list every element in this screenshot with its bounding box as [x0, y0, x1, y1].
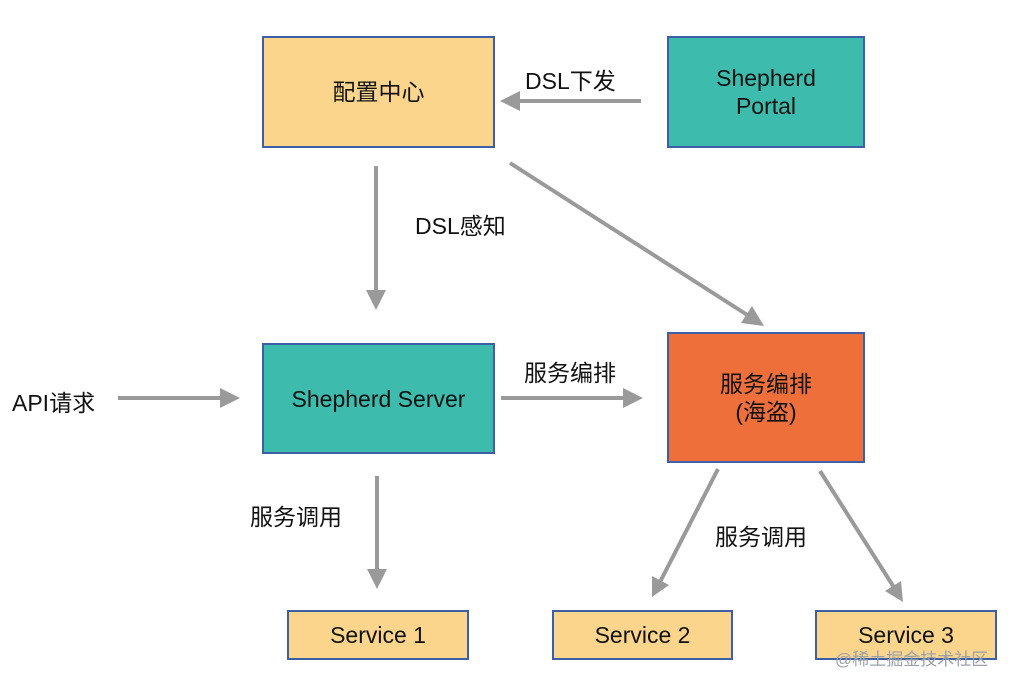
arrow-orchestration-to-service2 — [657, 468, 720, 585]
service-3-node: Service 3 — [815, 610, 997, 660]
service-3-label: Service 3 — [858, 622, 954, 648]
shepherd-server-node: Shepherd Server — [262, 343, 495, 454]
config-center-node: 配置中心 — [262, 36, 495, 148]
edge-label-dsl-sense: DSL感知 — [415, 213, 506, 239]
watermark: @稀土掘金技术社区 — [835, 650, 989, 669]
service-1-label: Service 1 — [330, 622, 426, 648]
edge-label-api-request: API请求 — [12, 390, 96, 416]
service-2-label: Service 2 — [594, 622, 691, 648]
arrow-config-to-orchestration — [508, 161, 754, 320]
shepherd-server-label: Shepherd Server — [291, 385, 466, 412]
config-center-label: 配置中心 — [332, 79, 425, 105]
edge-label-dsl-push: DSL下发 — [525, 68, 616, 94]
service-1-node: Service 1 — [287, 610, 469, 660]
service-2-node: Service 2 — [552, 610, 733, 660]
edge-label-invoke-left: 服务调用 — [250, 504, 342, 530]
shepherd-portal-label: Shepherd Portal — [716, 65, 816, 119]
shepherd-portal-node: Shepherd Portal — [667, 36, 865, 148]
orchestration-label: 服务编排 (海盗) — [720, 370, 812, 425]
orchestration-node: 服务编排 (海盗) — [667, 332, 865, 463]
arrow-orchestration-to-service3 — [818, 469, 897, 591]
edge-label-invoke-right: 服务调用 — [715, 524, 807, 550]
edge-label-orchestrate: 服务编排 — [524, 360, 616, 386]
